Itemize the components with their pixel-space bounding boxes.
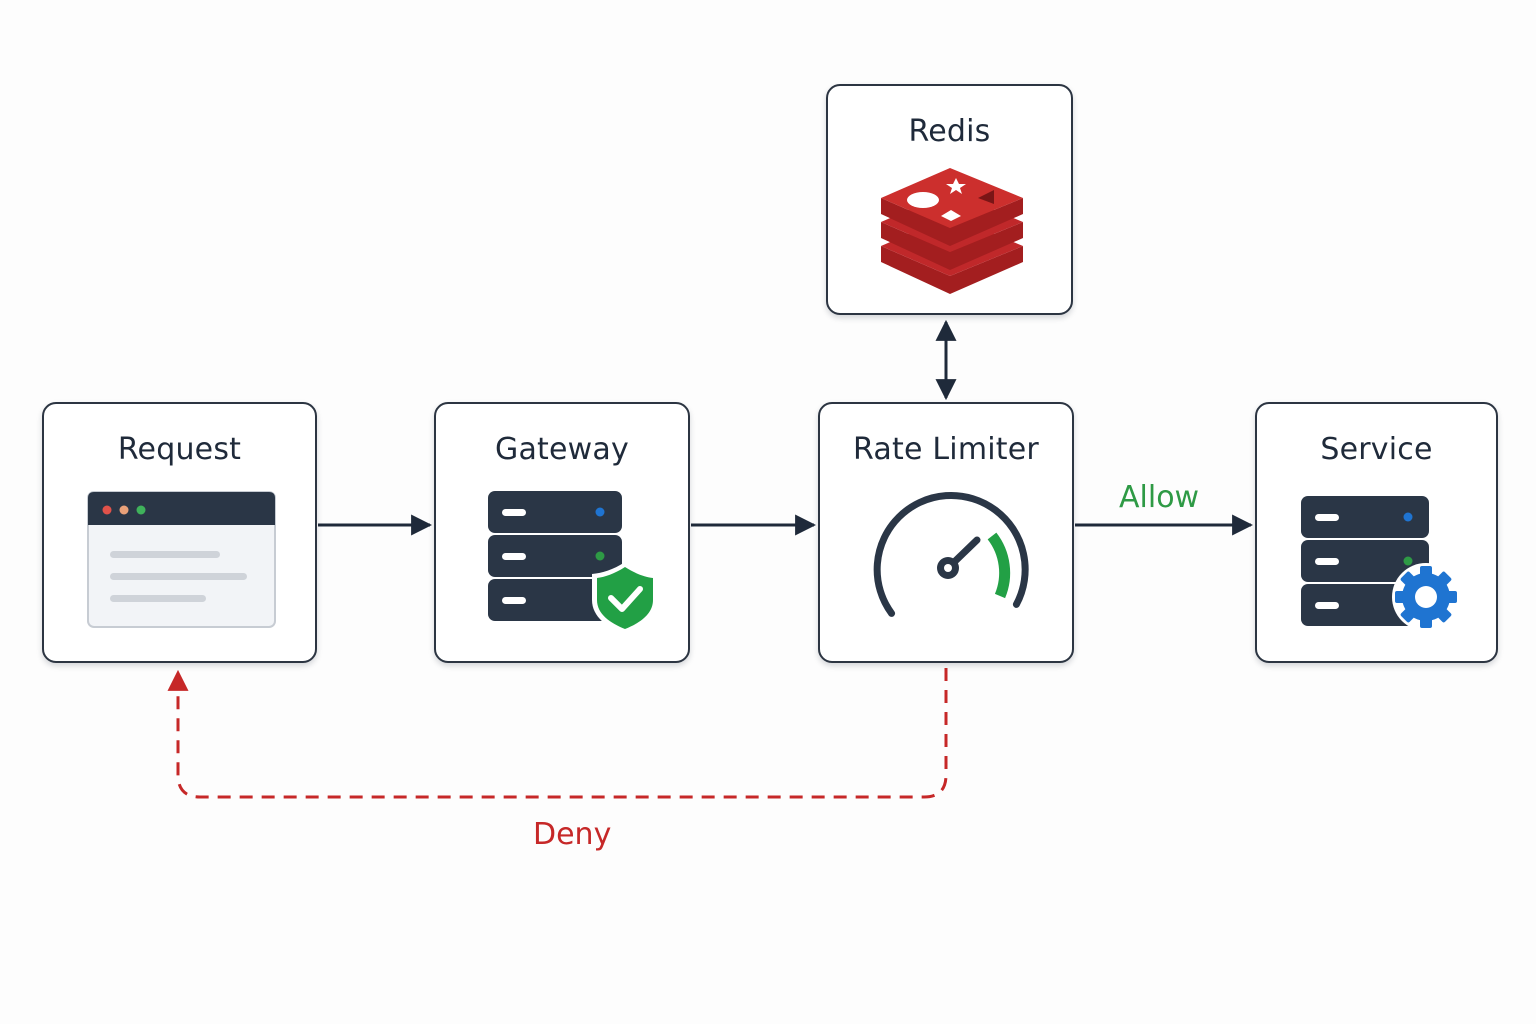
deny-label: Deny xyxy=(533,817,612,852)
server-shield-icon xyxy=(488,491,658,635)
redis-node[interactable]: Redis xyxy=(826,84,1073,315)
rate-limiter-title: Rate Limiter xyxy=(853,432,1039,467)
server-gear-icon xyxy=(1301,496,1460,631)
rate-limiter-node[interactable]: Rate Limiter xyxy=(818,402,1074,663)
allow-label: Allow xyxy=(1119,480,1200,515)
gateway-node[interactable]: Gateway xyxy=(434,402,690,663)
gateway-title: Gateway xyxy=(495,432,629,467)
service-title: Service xyxy=(1320,432,1433,467)
redis-title: Redis xyxy=(908,114,991,149)
request-title: Request xyxy=(117,432,242,467)
request-node[interactable]: Request xyxy=(42,402,317,663)
service-node[interactable]: Service xyxy=(1255,402,1498,663)
deny-return-path xyxy=(167,668,948,799)
speedometer-icon xyxy=(873,492,1029,617)
browser-window-icon xyxy=(87,491,276,628)
redis-logo-icon xyxy=(881,168,1023,294)
